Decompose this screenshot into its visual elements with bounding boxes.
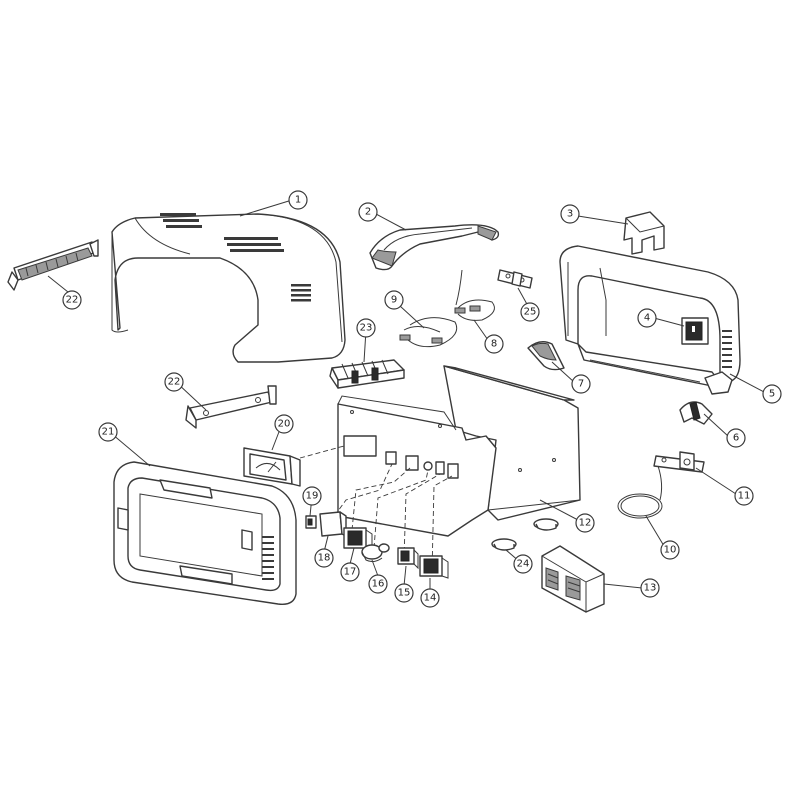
callout-5: 5 [762, 384, 782, 404]
svg-text:23: 23 [360, 323, 373, 334]
callout-23: 23 [356, 318, 376, 338]
callout-12: 12 [575, 513, 595, 533]
part-transformer [541, 545, 605, 613]
part-clip-bracket [623, 211, 665, 255]
callout-22-middle: 22 [164, 372, 184, 392]
svg-text:20: 20 [278, 419, 291, 430]
part-heat-sink [329, 359, 405, 389]
callout-21: 21 [98, 422, 118, 442]
part-curved-clamp [527, 341, 565, 371]
part-rear-housing [559, 245, 741, 395]
part-wire-harness-left [399, 317, 458, 348]
callout-13: 13 [640, 578, 660, 598]
svg-text:10: 10 [664, 545, 677, 556]
callout-20: 20 [274, 414, 294, 434]
part-meter [243, 447, 301, 487]
callout-6: 6 [726, 428, 746, 448]
svg-text:17: 17 [344, 567, 357, 578]
svg-text:3: 3 [567, 209, 573, 220]
part-carrying-handle [369, 224, 500, 271]
svg-text:21: 21 [102, 427, 115, 438]
callout-25: 25 [520, 302, 540, 322]
frame-grille-slots [262, 536, 274, 580]
part-top-cover [111, 213, 346, 363]
part-fuse-holder [319, 511, 347, 537]
callout-1: 1 [288, 190, 308, 210]
callout-9: 9 [384, 290, 404, 310]
callout-24: 24 [513, 554, 533, 574]
svg-text:1: 1 [295, 195, 301, 206]
svg-text:14: 14 [424, 593, 437, 604]
part-rocker-switch-17 [343, 527, 373, 551]
part-wire-harness-right [454, 269, 495, 321]
part-rubber-feet [491, 518, 559, 551]
svg-text:12: 12 [579, 518, 592, 529]
callout-10: 10 [660, 540, 680, 560]
callout-7: 7 [571, 374, 591, 394]
svg-text:4: 4 [644, 313, 650, 324]
part-front-frame [113, 461, 297, 605]
svg-text:24: 24 [517, 559, 530, 570]
svg-text:5: 5 [769, 389, 775, 400]
svg-text:18: 18 [318, 553, 331, 564]
callout-14: 14 [420, 588, 440, 608]
callout-19: 19 [302, 486, 322, 506]
svg-text:8: 8 [491, 339, 497, 350]
svg-text:25: 25 [524, 307, 537, 318]
callout-2: 2 [358, 202, 378, 222]
part-wire-coil [617, 465, 663, 519]
housing-grille-slots [722, 330, 732, 368]
cover-vent-slots [160, 213, 311, 302]
callout-8: 8 [484, 334, 504, 354]
svg-text:22: 22 [168, 377, 181, 388]
callout-18: 18 [314, 548, 334, 568]
svg-text:2: 2 [365, 207, 371, 218]
part-grille-strip [7, 239, 99, 291]
svg-text:6: 6 [733, 433, 739, 444]
svg-text:15: 15 [398, 588, 411, 599]
part-bracket-11 [653, 451, 705, 473]
part-small-bracket-25 [497, 269, 533, 289]
callout-4: 4 [637, 308, 657, 328]
part-knob [361, 543, 390, 563]
part-switch-14 [419, 555, 449, 579]
part-flat-bracket [185, 385, 277, 429]
callout-17: 17 [340, 562, 360, 582]
part-connector-19 [305, 515, 317, 529]
svg-text:13: 13 [644, 583, 657, 594]
svg-text:7: 7 [578, 379, 584, 390]
assembly-lines [299, 445, 453, 573]
part-clamp-6 [679, 401, 713, 425]
svg-text:11: 11 [738, 491, 751, 502]
part-chassis-base [337, 365, 581, 537]
part-socket [681, 317, 709, 345]
svg-text:22: 22 [66, 295, 79, 306]
callout-16: 16 [368, 574, 388, 594]
callout-22-left: 22 [62, 290, 82, 310]
svg-text:16: 16 [372, 579, 385, 590]
callout-15: 15 [394, 583, 414, 603]
part-switch-15 [397, 547, 419, 570]
callout-3: 3 [560, 204, 580, 224]
svg-text:9: 9 [391, 295, 397, 306]
callout-11: 11 [734, 486, 754, 506]
svg-text:19: 19 [306, 491, 319, 502]
